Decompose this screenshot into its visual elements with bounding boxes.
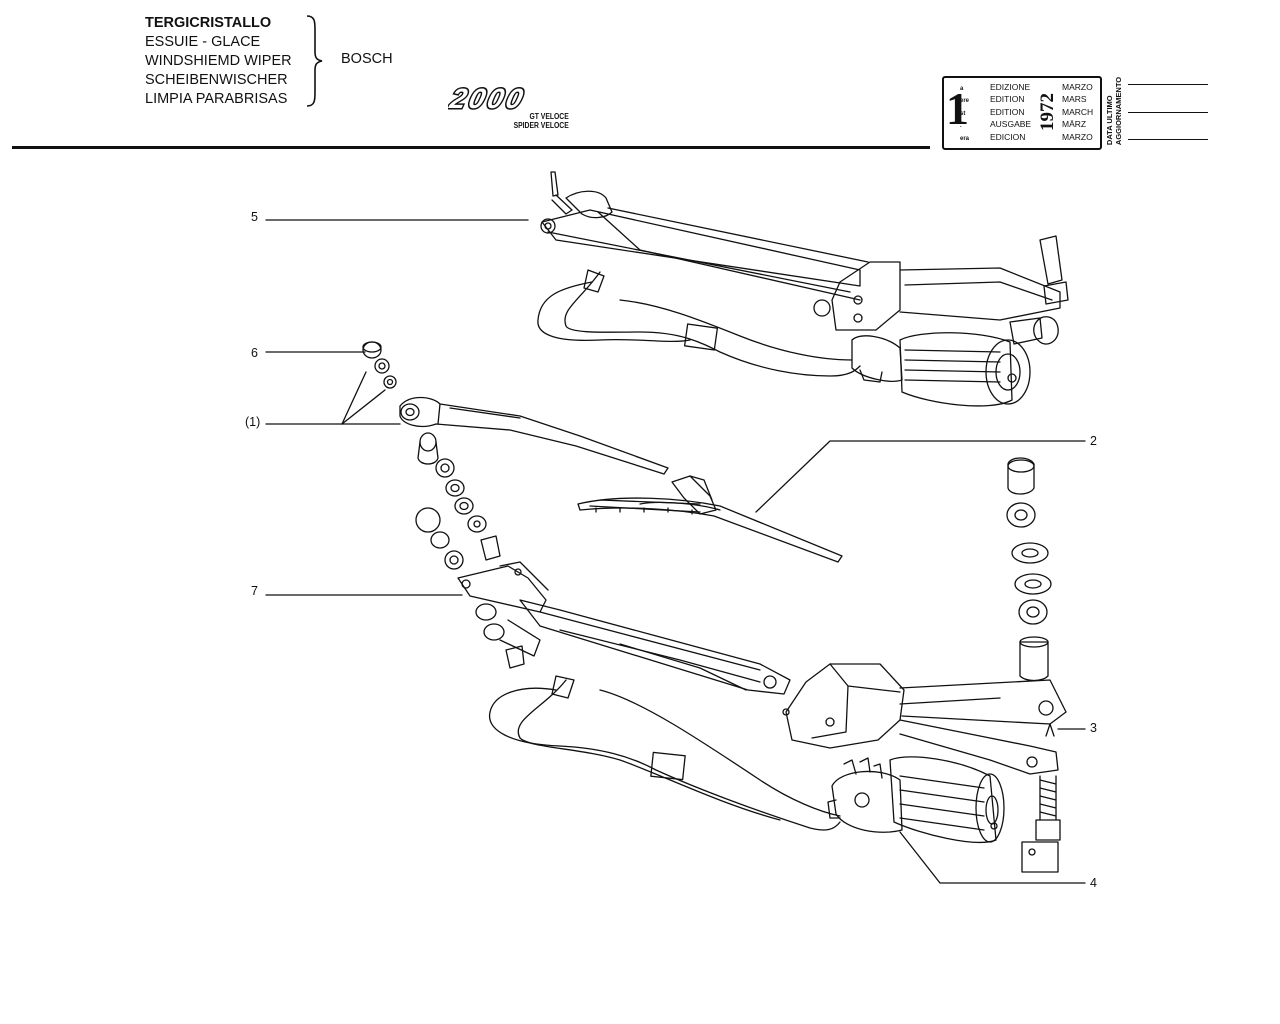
upper-linkage-assembly <box>537 171 1069 407</box>
edition-word: AUSGABE <box>990 119 1032 130</box>
model-names: GT VELOCE SPIDER VELOCE <box>505 112 569 130</box>
brace-icon <box>306 15 323 107</box>
edition-word: EDITION <box>990 106 1025 117</box>
edition-month: MARS <box>1062 94 1087 105</box>
title-spanish: LIMPIA PARABRISAS <box>145 91 288 107</box>
edition-word: EDITION <box>990 94 1025 105</box>
model-spider-veloce: SPIDER VELOCE <box>513 120 569 130</box>
edition-words: EDIZIONE EDITION EDITION AUSGABE EDICION <box>990 81 1031 143</box>
wiper-motor <box>827 756 1005 843</box>
callout-5: 5 <box>251 210 258 224</box>
right-bushing-stack <box>1006 457 1052 682</box>
edition-suffix: a <box>960 86 964 92</box>
callout-1: (1) <box>245 415 261 429</box>
lower-cable <box>488 675 841 831</box>
header-rule <box>12 146 930 149</box>
callout-4: 4 <box>1090 876 1097 890</box>
edition-box: 1 a ere st . era EDIZIONE EDITION EDITIO… <box>942 76 1102 150</box>
update-entry-line <box>1128 84 1208 85</box>
edition-number: 1 <box>946 83 969 134</box>
leader-lines <box>265 219 1086 884</box>
edition-suffixes: a ere st . era <box>960 83 969 145</box>
edition-suffix: ere <box>960 98 970 105</box>
left-bushing-stack <box>415 432 501 570</box>
edition-word: EDIZIONE <box>990 82 1031 92</box>
edition-month: MARZO <box>1062 131 1093 142</box>
edition-suffix: st <box>960 110 966 117</box>
title-german: SCHEIBENWISCHER <box>145 72 288 88</box>
callout-2: 2 <box>1090 434 1097 448</box>
callout-3: 3 <box>1090 721 1097 735</box>
logo-text: 2000 <box>448 86 529 112</box>
model-logo: 2000 2000 <box>448 86 530 112</box>
title-block: TERGICRISTALLO ESSUIE - GLACE WINDSHIEMD… <box>145 14 292 109</box>
wiper-blade <box>577 475 843 563</box>
edition-suffix: . <box>960 123 962 130</box>
model-gt-veloce: GT VELOCE <box>529 112 569 121</box>
title-french: ESSUIE - GLACE <box>145 34 261 50</box>
manufacturer: BOSCH <box>341 51 393 67</box>
edition-month: MÄRZ <box>1062 119 1087 130</box>
edition-months: MARZO MARS MARCH MÄRZ MARZO <box>1062 81 1093 143</box>
edition-month: MARZO <box>1062 82 1093 92</box>
wiper-arm <box>399 396 669 475</box>
lower-linkage-assembly <box>457 561 1067 873</box>
callout-7: 7 <box>251 584 258 598</box>
edition-month: MARCH <box>1062 106 1094 117</box>
edition-suffix: era <box>960 135 970 142</box>
title-english: WINDSHIEMD WIPER <box>145 53 292 69</box>
edition-word: EDICION <box>990 131 1026 142</box>
update-entry-line <box>1128 139 1208 140</box>
title-italian: TERGICRISTALLO <box>145 15 272 31</box>
nut-set <box>362 341 397 389</box>
logo-text-fill: 2000 <box>448 86 529 112</box>
update-entry-line <box>1128 112 1208 113</box>
callout-6: 6 <box>251 346 258 360</box>
